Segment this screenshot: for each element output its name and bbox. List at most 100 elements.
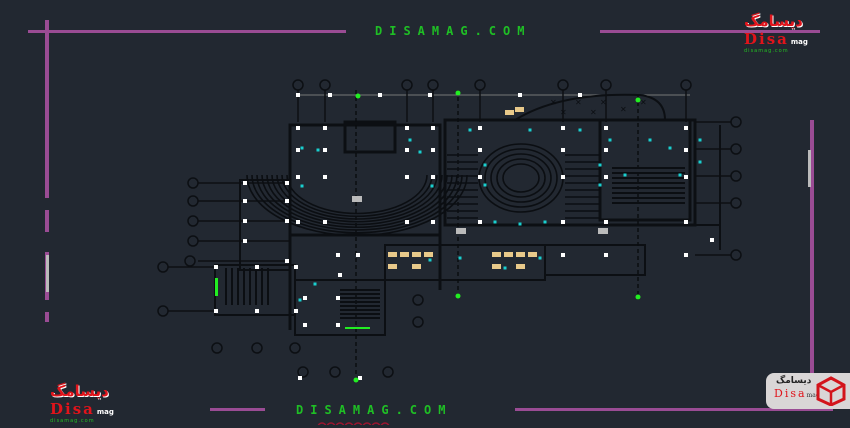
fixture-marker [648, 138, 652, 142]
column-node [336, 253, 340, 257]
furniture-block [424, 252, 433, 257]
grid-bubble [412, 294, 424, 306]
furniture-block [505, 110, 514, 115]
furniture-block [492, 264, 501, 269]
cropped-red-text [335, 422, 345, 425]
fixture-marker [623, 173, 627, 177]
seating-row [246, 174, 468, 237]
fixture-marker [298, 298, 302, 302]
grid-bubble [730, 249, 742, 261]
column-node [578, 93, 582, 97]
furniture-block [516, 252, 525, 257]
furniture-block [388, 252, 397, 257]
fixture-marker [428, 258, 432, 262]
column-node [255, 309, 259, 313]
roof-arc [514, 93, 666, 121]
window-block [598, 228, 608, 234]
table-icon: ✕ [560, 108, 567, 117]
fixture-marker [408, 138, 412, 142]
grid-bubble [427, 79, 439, 91]
cropped-red-text [344, 422, 354, 425]
fixture-marker [313, 282, 317, 286]
column-node [214, 265, 218, 269]
fixture-marker [598, 163, 602, 167]
window-block [352, 196, 362, 202]
seating-row [266, 174, 448, 226]
column-node [294, 309, 298, 313]
furniture-block [400, 252, 409, 257]
logo-persian-text: دیسامگ [50, 382, 109, 400]
fixture-marker [598, 183, 602, 187]
grid-bubble [401, 79, 413, 91]
level-marker [455, 293, 461, 299]
column-node [431, 220, 435, 224]
fixture-marker [518, 222, 522, 226]
frame-left-seg [45, 312, 49, 322]
table-icon: ✕ [620, 105, 627, 114]
frame-left-main [45, 20, 49, 198]
column-node [255, 265, 259, 269]
grid-bubble [187, 195, 199, 207]
fixture-marker [468, 128, 472, 132]
watermark-bottom: DISAMAG.COM [296, 403, 453, 417]
furniture-block [412, 252, 421, 257]
grid-bubble [211, 342, 223, 354]
column-node [405, 220, 409, 224]
disamag-badge[interactable]: دیسامگ Disamag [766, 373, 850, 409]
door-marker [345, 327, 370, 329]
column-node [294, 265, 298, 269]
arena-seating-ring [502, 163, 540, 193]
grid-bubble [680, 79, 692, 91]
column-node [296, 220, 300, 224]
grid-bubble [292, 79, 304, 91]
column-node [684, 220, 688, 224]
furniture-block [492, 252, 501, 257]
frame-bottom-left [210, 408, 265, 411]
column-node [684, 126, 688, 130]
column-node [285, 181, 289, 185]
cropped-red-text [371, 422, 381, 425]
grid-bubble [187, 215, 199, 227]
fixture-marker [483, 163, 487, 167]
grid-bubble [187, 235, 199, 247]
table-icon: ✕ [550, 98, 557, 107]
logo-brand: Disa [744, 30, 789, 48]
grid-bubble [382, 366, 394, 378]
fixture-marker [316, 148, 320, 152]
level-marker [353, 377, 359, 383]
seating-row [251, 174, 463, 234]
table-icon: ✕ [590, 108, 597, 117]
logo-brand-suffix: mag [96, 408, 114, 416]
grid-bubble [730, 170, 742, 182]
column-node [336, 323, 340, 327]
badge-brand-suffix: mag [806, 392, 820, 399]
grid-bubble [251, 342, 263, 354]
furniture-block [388, 264, 397, 269]
grid-bubble [474, 79, 486, 91]
column-node [561, 253, 565, 257]
frame-left-seg [45, 210, 49, 232]
level-marker [355, 93, 361, 99]
level-marker [635, 97, 641, 103]
column-node [405, 126, 409, 130]
cropped-red-text [380, 422, 390, 425]
fixture-marker [493, 220, 497, 224]
logo-site: disamag.com [744, 48, 789, 54]
lobby-block [384, 244, 546, 281]
column-node [356, 253, 360, 257]
cropped-red-text [317, 422, 327, 425]
column-node [405, 148, 409, 152]
logo-brand: Disa [50, 400, 95, 418]
column-node [358, 376, 362, 380]
column-node [561, 220, 565, 224]
column-node [561, 148, 565, 152]
fixture-marker [698, 160, 702, 164]
column-node [478, 220, 482, 224]
column-node [243, 239, 247, 243]
stage-block [294, 279, 386, 336]
column-node [296, 93, 300, 97]
fixture-marker [538, 256, 542, 260]
column-node [561, 175, 565, 179]
frame-top-left [28, 30, 346, 33]
grid-bubble [557, 79, 569, 91]
